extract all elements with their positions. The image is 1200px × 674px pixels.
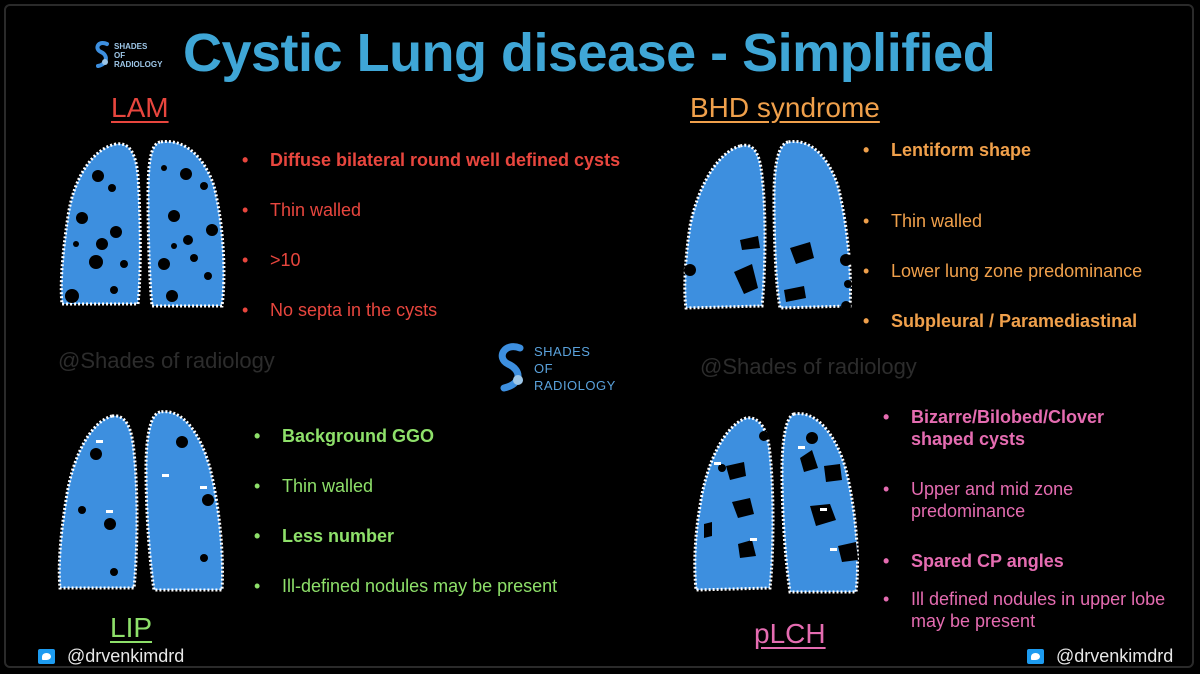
logo-center-line1: SHADES bbox=[534, 343, 591, 359]
plch-lung-illustration bbox=[693, 412, 860, 594]
twitter-icon bbox=[1027, 649, 1044, 664]
page-title: Cystic Lung disease - Simplified bbox=[183, 23, 996, 83]
shades-of-radiology-logo-center: SHADES OF RADIOLOGY bbox=[494, 342, 616, 394]
lam-item-3: >10 bbox=[242, 250, 620, 300]
plch-feature-list: Bizarre/Bilobed/Clover shaped cysts Uppe… bbox=[883, 406, 1200, 632]
watermark-left: @Shades of radiology bbox=[58, 348, 275, 373]
lam-item-1: Diffuse bilateral round well defined cys… bbox=[242, 150, 620, 200]
lam-lung-illustration bbox=[59, 139, 226, 308]
handle-text-left: @drvenkimdrd bbox=[67, 646, 185, 666]
heading-lip: LIP bbox=[110, 612, 153, 643]
logo-center-line3: RADIOLOGY bbox=[534, 377, 616, 393]
lam-item-4: No septa in the cysts bbox=[242, 300, 620, 350]
plch-item-2: Upper and mid zone predominance bbox=[883, 478, 1131, 522]
lip-item-1: Background GGO bbox=[254, 426, 557, 476]
logo-text-line2: OF bbox=[114, 50, 126, 60]
heading-lam: LAM bbox=[111, 92, 169, 123]
lip-item-2: Thin walled bbox=[254, 476, 557, 526]
bhd-item-3: Lower lung zone predominance bbox=[863, 261, 1142, 311]
slide-frame bbox=[4, 4, 1194, 668]
lip-item-4: Ill-defined nodules may be present bbox=[254, 576, 557, 626]
shades-of-radiology-logo: SHADES OF RADIOLOGY bbox=[92, 40, 162, 70]
handle-text-right: @drvenkimdrd bbox=[1056, 646, 1174, 666]
plch-item-1: Bizarre/Bilobed/Clover shaped cysts bbox=[883, 406, 1151, 450]
bhd-item-4: Subpleural / Paramediastinal bbox=[863, 311, 1142, 361]
twitter-handle-left[interactable]: @drvenkimdrd bbox=[38, 646, 184, 667]
logo-s-icon bbox=[498, 343, 524, 392]
lam-item-2: Thin walled bbox=[242, 200, 620, 250]
lip-feature-list: Background GGO Thin walled Less number I… bbox=[254, 426, 557, 626]
twitter-handle-right[interactable]: @drvenkimdrd bbox=[1027, 646, 1173, 667]
plch-item-4: Ill defined nodules in upper lobe may be… bbox=[883, 588, 1200, 632]
bhd-item-2: Thin walled bbox=[863, 211, 1142, 261]
bhd-feature-list: Lentiform shape Thin walled Lower lung z… bbox=[863, 140, 1142, 361]
bhd-lung-illustration bbox=[683, 139, 852, 311]
bhd-item-1: Lentiform shape bbox=[863, 140, 1142, 211]
lip-item-3: Less number bbox=[254, 526, 557, 576]
logo-center-line2: OF bbox=[534, 360, 554, 376]
heading-plch: pLCH bbox=[754, 618, 826, 649]
logo-text-line3: RADIOLOGY bbox=[114, 59, 163, 69]
watermark-right: @Shades of radiology bbox=[700, 354, 917, 379]
lip-lung-illustration bbox=[57, 410, 224, 592]
twitter-icon bbox=[38, 649, 55, 664]
logo-s-icon bbox=[95, 41, 109, 68]
heading-bhd: BHD syndrome bbox=[690, 92, 880, 123]
plch-item-3: Spared CP angles bbox=[883, 550, 1200, 572]
lam-feature-list: Diffuse bilateral round well defined cys… bbox=[242, 150, 620, 350]
logo-text-line1: SHADES bbox=[114, 41, 148, 51]
